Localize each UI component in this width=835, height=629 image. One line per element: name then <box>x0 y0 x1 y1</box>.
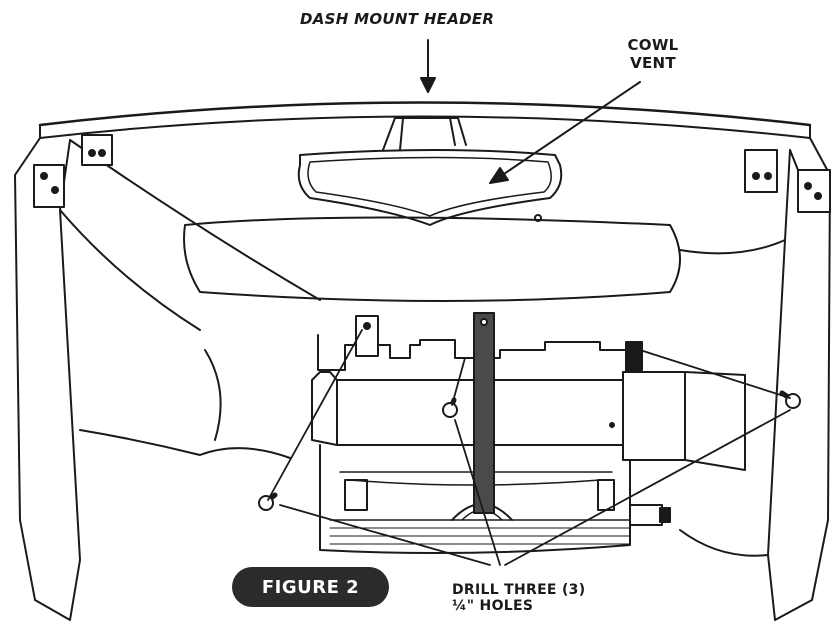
header-arrow <box>420 39 436 93</box>
left-mount-bracket <box>33 134 113 208</box>
drill-holes-label-line1: DRILL THREE (3) <box>452 582 586 598</box>
figure-badge-text: FIGURE 2 <box>261 576 360 598</box>
drill-holes-label-line2: ¼" HOLES <box>452 598 534 614</box>
ac-unit <box>311 334 746 555</box>
cowl-vent-label-line1: COWL <box>627 36 679 54</box>
cowl-vent-arrow <box>489 81 641 184</box>
left-side-panel <box>14 137 321 621</box>
figure-badge: FIGURE 2 <box>232 567 389 607</box>
dash-mount-header <box>38 101 812 139</box>
mounting-strap <box>355 312 495 514</box>
drill-holes-label: DRILL THREE (3) ¼" HOLES <box>452 582 585 614</box>
cowl-vent <box>297 117 563 226</box>
leader-lines <box>267 329 791 566</box>
right-mount-bracket <box>744 149 831 213</box>
dash-mount-header-label: DASH MOUNT HEADER <box>300 10 495 28</box>
cowl-vent-label-line2: VENT <box>630 54 676 72</box>
screws <box>258 390 801 511</box>
cowl-vent-label: COWL VENT <box>613 36 693 72</box>
dash-panel <box>183 214 681 302</box>
right-side-panel <box>679 137 831 621</box>
lower-dash-contour <box>79 349 769 557</box>
